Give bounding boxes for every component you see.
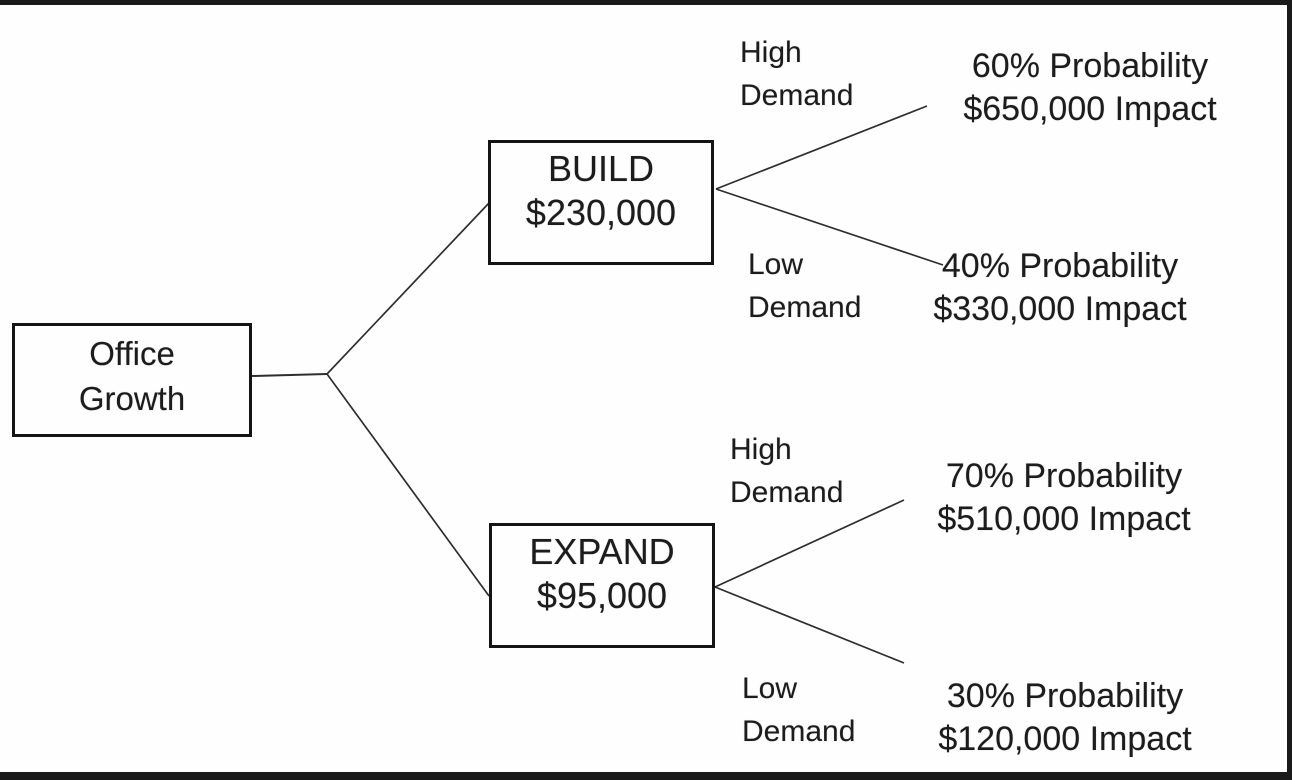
- demand-line1: Low: [742, 672, 798, 705]
- option-node-build: BUILD $230,000: [488, 140, 714, 265]
- outcome-impact: $330,000 Impact: [933, 290, 1187, 328]
- branch-label-expand-high-demand: High Demand: [730, 428, 843, 514]
- branch-label-build-low-demand: Low Demand: [748, 243, 861, 329]
- demand-line2: Demand: [748, 291, 862, 324]
- decision-node-label-line2: Growth: [78, 380, 186, 417]
- option-node-expand-cost: $95,000: [536, 575, 668, 616]
- option-node-expand-name: EXPAND: [529, 531, 675, 572]
- edge-root-to-expand: [326, 373, 490, 597]
- demand-line2: Demand: [740, 79, 854, 112]
- frame-bottom-edge: [0, 772, 1292, 780]
- branch-label-build-high-demand: High Demand: [740, 31, 853, 117]
- option-node-expand: EXPAND $95,000: [489, 523, 715, 648]
- demand-line2: Demand: [730, 476, 844, 509]
- outcome-probability: 70% Probability: [945, 457, 1183, 495]
- demand-line1: High: [740, 36, 802, 69]
- outcome-label-build-high: 60% Probability $650,000 Impact: [940, 45, 1240, 131]
- outcome-label-expand-high: 70% Probability $510,000 Impact: [914, 455, 1214, 541]
- option-node-build-cost: $230,000: [525, 192, 677, 233]
- outcome-impact: $120,000 Impact: [938, 720, 1192, 758]
- option-node-build-name: BUILD: [547, 148, 655, 189]
- edge-root-to-build: [326, 202, 490, 375]
- branch-label-expand-low-demand: Low Demand: [742, 667, 855, 753]
- outcome-probability: 30% Probability: [946, 677, 1184, 715]
- frame-top-edge: [0, 0, 1292, 5]
- decision-node-office-growth: Office Growth: [12, 323, 252, 437]
- edge-expand-low-demand: [714, 586, 905, 664]
- outcome-impact: $510,000 Impact: [937, 500, 1191, 538]
- outcome-probability: 40% Probability: [941, 247, 1179, 285]
- edge-root-trunk: [251, 373, 328, 377]
- frame-right-edge: [1287, 0, 1292, 780]
- outcome-label-build-low: 40% Probability $330,000 Impact: [910, 245, 1210, 331]
- demand-line2: Demand: [742, 715, 856, 748]
- outcome-probability: 60% Probability: [971, 47, 1209, 85]
- edge-build-high-demand: [715, 105, 928, 190]
- demand-line1: Low: [748, 248, 804, 281]
- demand-line1: High: [730, 433, 792, 466]
- outcome-label-expand-low: 30% Probability $120,000 Impact: [915, 675, 1215, 761]
- decision-node-label-line1: Office: [89, 335, 175, 372]
- outcome-impact: $650,000 Impact: [963, 90, 1217, 128]
